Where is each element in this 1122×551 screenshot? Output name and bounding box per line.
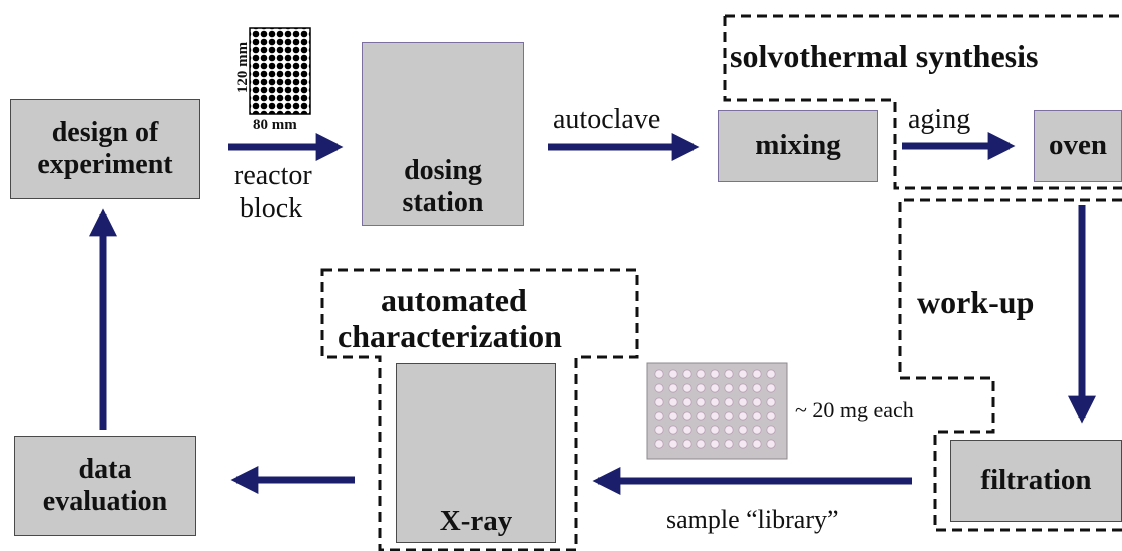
mixing-box: mixing <box>718 110 878 182</box>
filtration-box: filtration <box>950 440 1122 522</box>
characterization-title-line2: characterization <box>338 318 562 354</box>
block-label: block <box>240 193 303 224</box>
solvothermal-group-outline <box>723 14 1122 190</box>
filtration-label: filtration <box>980 464 1092 497</box>
oven-box: oven <box>1034 110 1122 182</box>
characterization-title-line1: automated <box>381 282 527 318</box>
oven-label: oven <box>1049 129 1107 162</box>
reactor-block-icon <box>249 27 311 115</box>
sample-plate-photo <box>646 362 788 460</box>
design-of-experiment-label: design of experiment <box>37 116 173 180</box>
plate-width-label: 80 mm <box>253 117 297 133</box>
xray-label: X-ray <box>439 504 513 537</box>
solvothermal-synthesis-title: solvothermal synthesis <box>730 38 1039 74</box>
dosing-station-box: dosing station <box>362 42 524 226</box>
autoclave-label: autoclave <box>553 104 661 135</box>
mixing-label: mixing <box>755 129 841 162</box>
workup-group-outline <box>898 198 1122 532</box>
work-up-title: work-up <box>917 284 1035 320</box>
reactor-label: reactor <box>234 160 312 191</box>
plate-height-label: 120 mm <box>235 41 252 94</box>
data-evaluation-box: data evaluation <box>14 436 196 536</box>
characterization-group-outline <box>320 268 639 551</box>
sample-library-label: sample “library” <box>666 505 839 534</box>
design-of-experiment-box: design of experiment <box>10 99 200 199</box>
dosing-station-label: dosing station <box>402 154 484 218</box>
mg-each-label: ~ 20 mg each <box>795 397 914 422</box>
xray-box: X-ray <box>396 363 556 543</box>
data-evaluation-label: data evaluation <box>42 453 168 517</box>
aging-label: aging <box>908 104 971 135</box>
